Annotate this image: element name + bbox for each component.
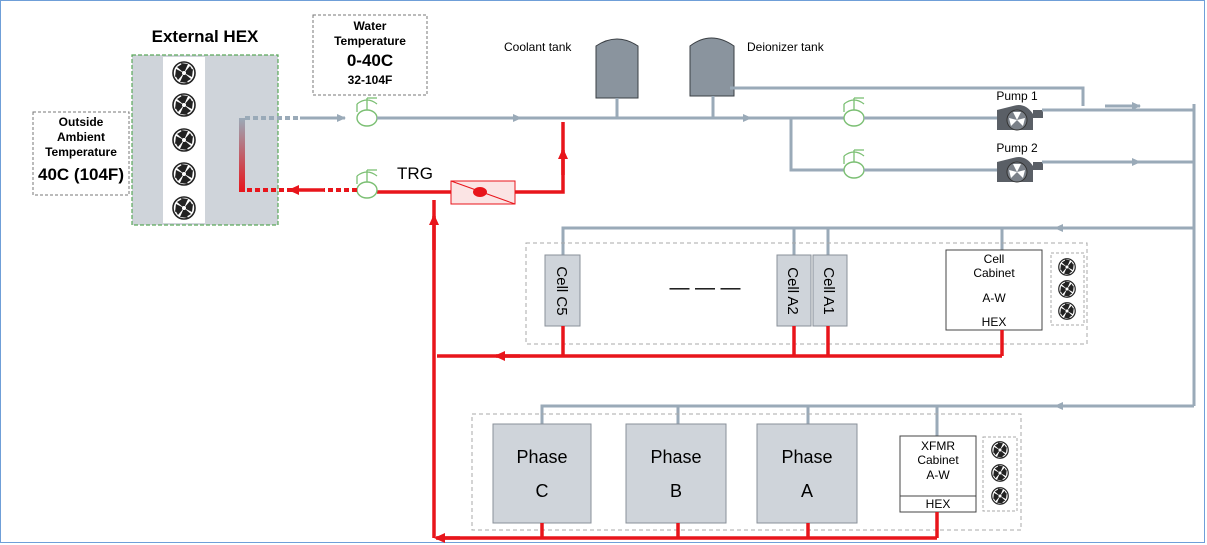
outside-ambient-label: Outside (59, 115, 104, 129)
deionizer-tank (689, 37, 735, 97)
fan-icon (1058, 280, 1076, 298)
xfmr-cabinet-label: HEX (926, 497, 951, 511)
water-temperature-label: Temperature (334, 34, 406, 48)
cold-pipe (789, 118, 844, 172)
fan-icon (991, 464, 1009, 482)
fan-icon (991, 441, 1009, 459)
coolant-tank-label: Coolant tank (504, 40, 572, 54)
pump-2-icon (996, 156, 1044, 183)
water-temperature-box (312, 14, 428, 96)
outside-ambient-value: 40C (104F) (38, 165, 124, 184)
trg-indicator (473, 187, 487, 197)
cell-supply-pipe (561, 226, 1060, 256)
cell-c5 (544, 254, 581, 327)
phase-supply-pipe (540, 404, 1060, 424)
cell-a1 (812, 254, 848, 327)
phase-a-title: Phase (781, 447, 832, 467)
cell-cabinet-label: A-W (982, 291, 1006, 305)
xfmr-cabinet-label: XFMR (921, 439, 955, 453)
water-temperature-label: Water (354, 19, 387, 33)
hot-bypass-pipe (515, 122, 565, 194)
outside-ambient-label: Ambient (57, 130, 105, 144)
cell-a2 (776, 254, 812, 327)
valve-icon (356, 97, 378, 127)
pump-1-label: Pump 1 (996, 89, 1038, 103)
cell-cabinet-box (945, 249, 1043, 331)
valve-icon (843, 97, 865, 127)
trg-label: TRG (397, 164, 433, 183)
fan-icon (172, 162, 196, 186)
fan-icon (172, 93, 196, 117)
cell-a2-label: Cell A2 (784, 267, 801, 315)
phase-b-title: Phase (650, 447, 701, 467)
valve-icon (843, 149, 865, 179)
cell-group (525, 242, 1088, 345)
cell-cabinet-label: Cell (984, 252, 1005, 266)
pump-1-icon (996, 104, 1044, 131)
cell-cabinet-label: Cabinet (973, 266, 1015, 280)
phase-group (471, 413, 1022, 531)
phase-a (756, 423, 858, 524)
coolant-tank (595, 38, 639, 99)
phase-b-letter: B (670, 481, 682, 501)
fan-icon (172, 128, 196, 152)
phase-c (492, 423, 592, 524)
xfmr-cabinet-box (899, 435, 977, 513)
xfmr-cabinet-label: A-W (926, 468, 950, 482)
water-temperature-fahrenheit: 32-104F (348, 73, 393, 87)
phase-a-letter: A (801, 481, 813, 501)
cells-ellipsis: — — — (669, 277, 740, 299)
pump-2-label: Pump 2 (996, 141, 1038, 155)
fan-icon (991, 487, 1009, 505)
xfmr-cabinet-label: Cabinet (917, 453, 959, 467)
deionizer-tank-label: Deionizer tank (747, 40, 825, 54)
cell-a1-label: Cell A1 (820, 267, 837, 315)
valve-icon (356, 169, 378, 199)
water-temperature-celsius: 0-40C (347, 51, 393, 70)
phase-c-title: Phase (516, 447, 567, 467)
cell-cabinet-label: HEX (982, 315, 1007, 329)
phase-c-letter: C (536, 481, 549, 501)
outside-ambient-label: Temperature (45, 145, 117, 159)
deionizer-return-pipe (730, 86, 1085, 106)
fan-icon (1058, 302, 1076, 320)
outside-ambient-box (32, 111, 130, 196)
fan-icon (1058, 258, 1076, 276)
external-hex-title: External HEX (152, 27, 259, 46)
phase-b (625, 423, 727, 524)
hex-coil (239, 118, 245, 192)
cell-c5-label: Cell C5 (553, 266, 570, 315)
fan-icon (172, 196, 196, 220)
fan-icon (172, 61, 196, 85)
